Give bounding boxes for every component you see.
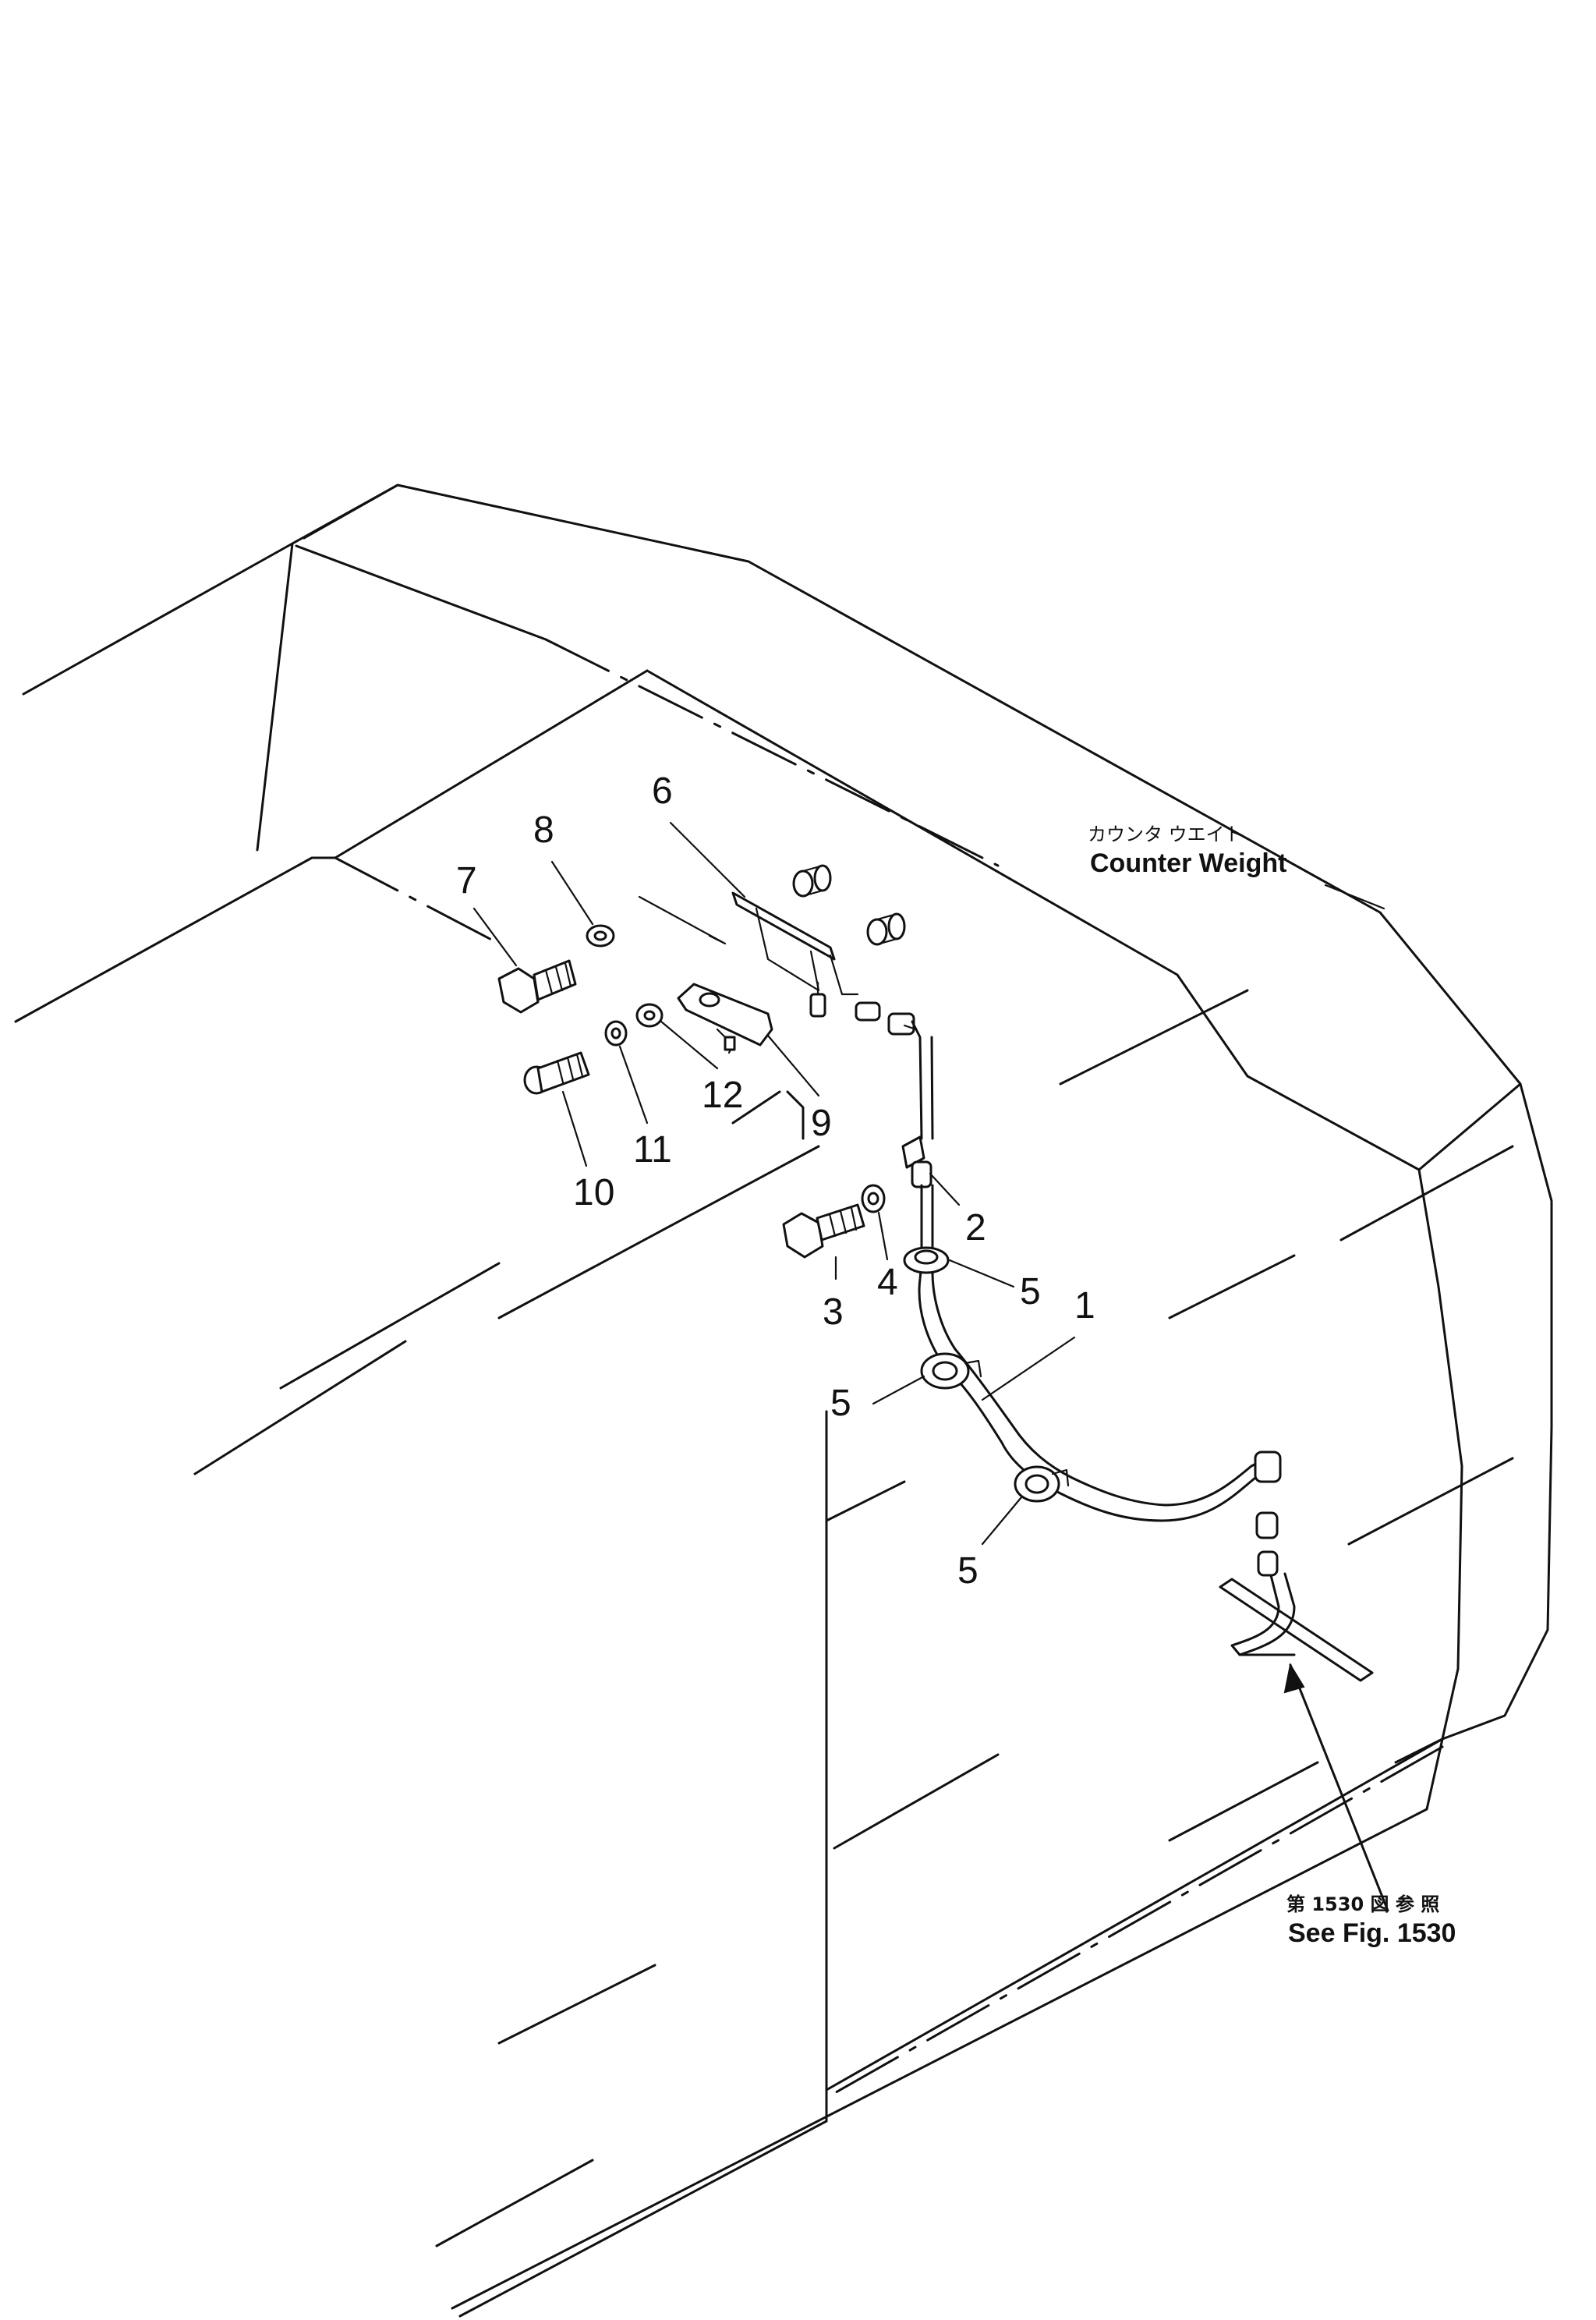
callout-5-upper: 5	[1020, 1271, 1041, 1312]
bracket-assembly	[497, 864, 932, 1259]
bolt-part-3	[782, 1203, 865, 1259]
leader-lines	[472, 821, 1385, 1546]
washer-part-4	[861, 1184, 886, 1213]
callout-12: 12	[702, 1075, 743, 1116]
bolt-part-10	[523, 1051, 590, 1095]
lockwasher-part-11	[604, 1020, 628, 1047]
clip-part-5-middle	[920, 1352, 982, 1390]
bracket-part-6	[638, 891, 859, 996]
washer-part-12	[635, 1003, 664, 1028]
callout-10: 10	[573, 1172, 614, 1213]
callout-4: 4	[877, 1262, 898, 1303]
callout-5-middle: 5	[830, 1383, 851, 1424]
switch-part-9	[677, 983, 773, 1054]
callout-9: 9	[811, 1103, 832, 1144]
washer-part-8	[586, 924, 615, 947]
clip-part-5-lower	[1014, 1465, 1070, 1503]
pin-upper-right	[866, 912, 906, 946]
callout-7: 7	[456, 860, 477, 901]
pin-upper-left	[792, 864, 832, 898]
callout-2: 2	[965, 1207, 986, 1249]
connector-small	[809, 981, 918, 1036]
lower-bracket	[1219, 1572, 1389, 1912]
clip-part-5-upper	[903, 1246, 950, 1274]
callout-1: 1	[1074, 1285, 1095, 1326]
callout-3: 3	[823, 1291, 844, 1333]
clamp-part-2	[901, 1135, 932, 1188]
counter-weight-label-en: Counter Weight	[1090, 848, 1286, 878]
callout-6: 6	[652, 770, 673, 812]
see-fig-label-jp: 第 1530 図 参 照	[1286, 1893, 1439, 1915]
mating-connector	[1255, 1511, 1279, 1539]
callout-11: 11	[633, 1129, 672, 1171]
text-labels: カウンタ ウエイト Counter Weight 第 1530 図 参 照 Se…	[1088, 824, 1456, 1948]
bolt-part-7	[497, 959, 577, 1014]
callout-8: 8	[533, 809, 554, 851]
counter-weight-outline	[14, 483, 1553, 2318]
cable-end-connector	[1254, 1450, 1282, 1483]
counter-weight-label-jp: カウンタ ウエイト	[1088, 824, 1244, 845]
callout-5-lower: 5	[957, 1550, 978, 1592]
see-fig-label-en: See Fig. 1530	[1288, 1918, 1456, 1948]
callout-numbers: 6 8 7 9 12 11 10 3 4 2 5 1 5 5	[456, 770, 1095, 1592]
cable-part-1	[903, 1020, 1282, 1577]
